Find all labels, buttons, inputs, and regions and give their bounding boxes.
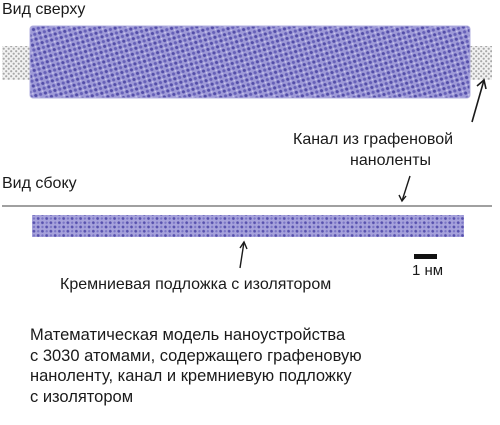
top-view-label: Вид сверху bbox=[2, 1, 86, 18]
caption-line: наноленту, канал и кремниевую подложку bbox=[30, 367, 352, 385]
figure-caption: Математическая модель наноустройства с 3… bbox=[30, 325, 490, 407]
scale-bar bbox=[414, 254, 437, 259]
substrate-arrow bbox=[239, 240, 248, 269]
channel-arrow-side bbox=[398, 175, 411, 203]
substrate-top bbox=[30, 26, 470, 98]
scale-bar-label: 1 нм bbox=[412, 262, 444, 279]
caption-line: Математическая модель наноустройства bbox=[30, 326, 346, 344]
channel-arrow-top bbox=[471, 78, 487, 123]
channel-label-2: наноленты bbox=[350, 152, 432, 169]
caption-line: с изолятором bbox=[30, 387, 134, 406]
top-view-model bbox=[2, 25, 492, 99]
caption-line: с 3030 атомами, содержащего графеновую bbox=[30, 346, 362, 365]
substrate-label: Кремниевая подложка с изолятором bbox=[60, 276, 332, 293]
substrate-side bbox=[32, 215, 464, 237]
side-view-label: Вид сбоку bbox=[2, 175, 77, 192]
channel-label: Канал из графеновой bbox=[293, 131, 454, 148]
side-view-model bbox=[2, 205, 492, 237]
